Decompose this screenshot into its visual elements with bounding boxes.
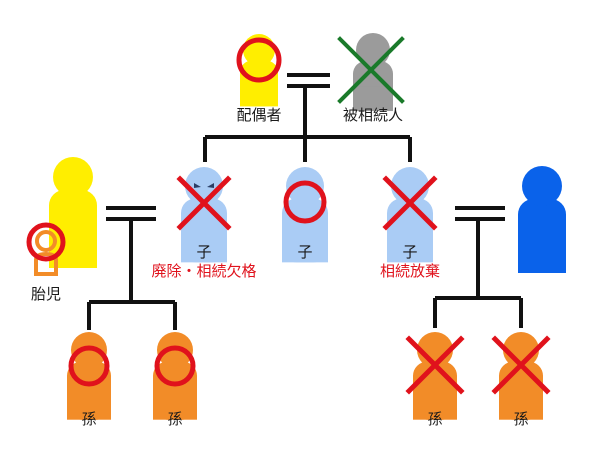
label-spouse: 配偶者: [236, 106, 282, 124]
note-child-left: 廃除・相続欠格: [151, 262, 257, 280]
grandchild-4-excluded-mark-stroke-b: [491, 335, 551, 395]
marks: [26, 36, 551, 395]
child-right-figure-head: [391, 167, 429, 205]
spouse-heir-mark: [236, 37, 282, 83]
child-left-figure-head: [185, 167, 223, 205]
note-child-right: 相続放棄: [379, 262, 441, 280]
grandchild-3-excluded-mark-stroke-b: [405, 335, 465, 395]
in-law-right-figure-head: [522, 166, 562, 206]
grandchild-2-figure-body-base: [153, 390, 197, 420]
fetus-head: [35, 230, 57, 252]
label-grandchild-1: 孫: [81, 410, 97, 428]
label-child-left: 子: [196, 243, 212, 261]
fetus-heir-mark: [26, 222, 66, 262]
label-deceased: 被相続人: [342, 106, 404, 124]
deceased-figure-body-base: [353, 86, 393, 112]
connector-lines: [87, 73, 523, 330]
child-center-figure-head: [286, 167, 324, 205]
grandchild-3-excluded-mark: [405, 335, 465, 395]
grandchild-3-figure-body-base: [413, 390, 457, 420]
grandchild-1-figure-body-base: [67, 390, 111, 420]
in-law-right-figure-body-base: [518, 236, 566, 273]
grandchild-4-excluded-mark: [491, 335, 551, 395]
child-right-waived-mark: [382, 175, 438, 231]
spouse-figure-body-base: [240, 83, 278, 107]
child-left-excluded-mark-stroke-b: [176, 175, 232, 231]
child-left-figure-eye-right: [207, 182, 214, 188]
grandchild-4-figure: [499, 332, 543, 420]
grandchild-3-figure: [413, 332, 457, 420]
in-law-right-figure: [518, 166, 566, 273]
child-left-figure-eye-left: [194, 182, 201, 188]
deceased-mark-stroke-b: [337, 36, 405, 104]
label-grandchild-2: 孫: [167, 410, 183, 428]
label-grandchild-4: 孫: [513, 410, 529, 428]
label-child-right: 子: [402, 243, 418, 261]
child-center-heir-mark: [283, 180, 327, 224]
deceased-mark: [337, 36, 405, 104]
child-right-waived-mark-stroke-b: [382, 175, 438, 231]
label-fetus: 胎児: [30, 285, 62, 303]
in-law-left-figure-head: [53, 157, 93, 197]
grandchild-4-figure-body-base: [499, 390, 543, 420]
label-child-center: 子: [297, 243, 313, 261]
child-center-figure-body-base: [282, 230, 328, 263]
persons: [34, 33, 566, 420]
grandchild-2-heir-mark: [154, 345, 196, 387]
child-left-figure-body-base: [181, 230, 227, 263]
in-law-left-figure: [49, 157, 97, 268]
label-grandchild-3: 孫: [427, 410, 443, 428]
grandchild-1-heir-mark: [68, 345, 110, 387]
child-right-figure-body-base: [387, 230, 433, 263]
child-left-excluded-mark: [176, 175, 232, 231]
